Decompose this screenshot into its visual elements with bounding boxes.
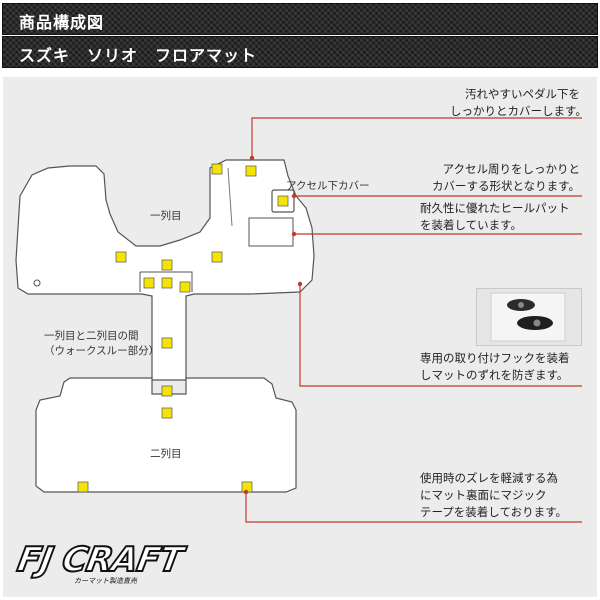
second-row-mat	[35, 377, 297, 493]
seat-divider-line	[227, 167, 233, 227]
leader-pedal	[251, 117, 582, 158]
marker-walk-2	[161, 277, 173, 289]
fastener-markers	[77, 163, 289, 493]
annotation-heel-line1: 耐久性に優れたヒールパット	[420, 201, 570, 215]
marker-row1-center-right	[211, 251, 223, 263]
annotation-magic-tape: 使用時のズレを軽減する為 にマット裏面にマジック テープを装着しております。	[420, 470, 582, 521]
annotation-tape-line1: 使用時のズレを軽減する為	[420, 471, 558, 485]
row2-label: 二列目	[150, 448, 182, 460]
logo-brand: FJ CRAFT	[13, 539, 186, 581]
annotation-pedal-line1: 汚れやすいペダル下を	[465, 87, 580, 101]
walkthrough-label-line2: （ウォークスルー部分）	[44, 345, 160, 357]
heel-pad-outline	[248, 217, 294, 247]
fj-craft-logo: FJ CRAFT カーマット製造直売	[12, 538, 186, 590]
leader-dots	[243, 155, 303, 495]
dot-accel	[291, 193, 297, 199]
annotation-accel-line1: アクセル周りをしっかりと	[442, 162, 580, 176]
dot-hook	[297, 281, 303, 287]
marker-walk-1	[143, 277, 155, 289]
marker-walk-4	[161, 337, 173, 349]
marker-driver-left	[211, 163, 223, 175]
walkthrough-inner-outline	[139, 271, 193, 292]
accel-cover-outline	[271, 189, 295, 213]
annotation-pedal: 汚れやすいペダル下を しっかりとカバーします。	[450, 86, 587, 120]
annotation-tape-line2: にマット裏面にマジック	[420, 488, 547, 502]
annotation-hook-line2: しマットのずれを防ぎます。	[420, 368, 569, 382]
product-title: スズキ ソリオ フロアマット	[19, 46, 258, 65]
dot-pedal	[249, 155, 255, 161]
annotation-accel: アクセル周りをしっかりと カバーする形状となります。	[420, 161, 580, 195]
logo-tagline: カーマット製造直売	[74, 577, 137, 585]
annotation-accel-line2: カバーする形状となります。	[431, 179, 580, 193]
marker-row1-center-left	[161, 259, 173, 271]
leader-tape	[245, 492, 582, 523]
mat-hole	[33, 279, 41, 287]
marker-row1-left	[115, 251, 127, 263]
section-title-bar: 商品構成図	[2, 3, 598, 35]
marker-accel	[277, 195, 289, 207]
annotation-pedal-line2: しっかりとカバーします。	[450, 104, 587, 118]
annotation-heel-line2: を装着しています。	[420, 218, 523, 232]
marker-walk-3	[179, 281, 191, 293]
row1-label: 一列目	[150, 210, 182, 222]
product-title-bar: スズキ ソリオ フロアマット	[2, 36, 598, 68]
annotation-hook-line1: 専用の取り付けフックを装着	[420, 351, 570, 365]
dot-heel	[291, 231, 297, 237]
annotation-tape-line3: テープを装着しております。	[420, 505, 567, 519]
section-title: 商品構成図	[19, 13, 105, 32]
annotation-hook: 専用の取り付けフックを装着 しマットのずれを防ぎます。	[420, 350, 582, 384]
accel-cover-label: アクセル下カバー	[286, 180, 370, 192]
dot-tape	[243, 489, 249, 495]
marker-row2-center	[161, 407, 173, 419]
leader-lines	[245, 117, 582, 523]
marker-pedal	[245, 165, 257, 177]
marker-row2-left	[77, 481, 89, 493]
hook-photo-icon	[476, 288, 582, 346]
marker-walk-5	[161, 385, 173, 397]
leader-hook	[299, 284, 582, 387]
annotation-heel-pad: 耐久性に優れたヒールパット を装着しています。	[420, 200, 582, 234]
walkthrough-label-line1: 一列目と二列目の間	[44, 330, 139, 342]
